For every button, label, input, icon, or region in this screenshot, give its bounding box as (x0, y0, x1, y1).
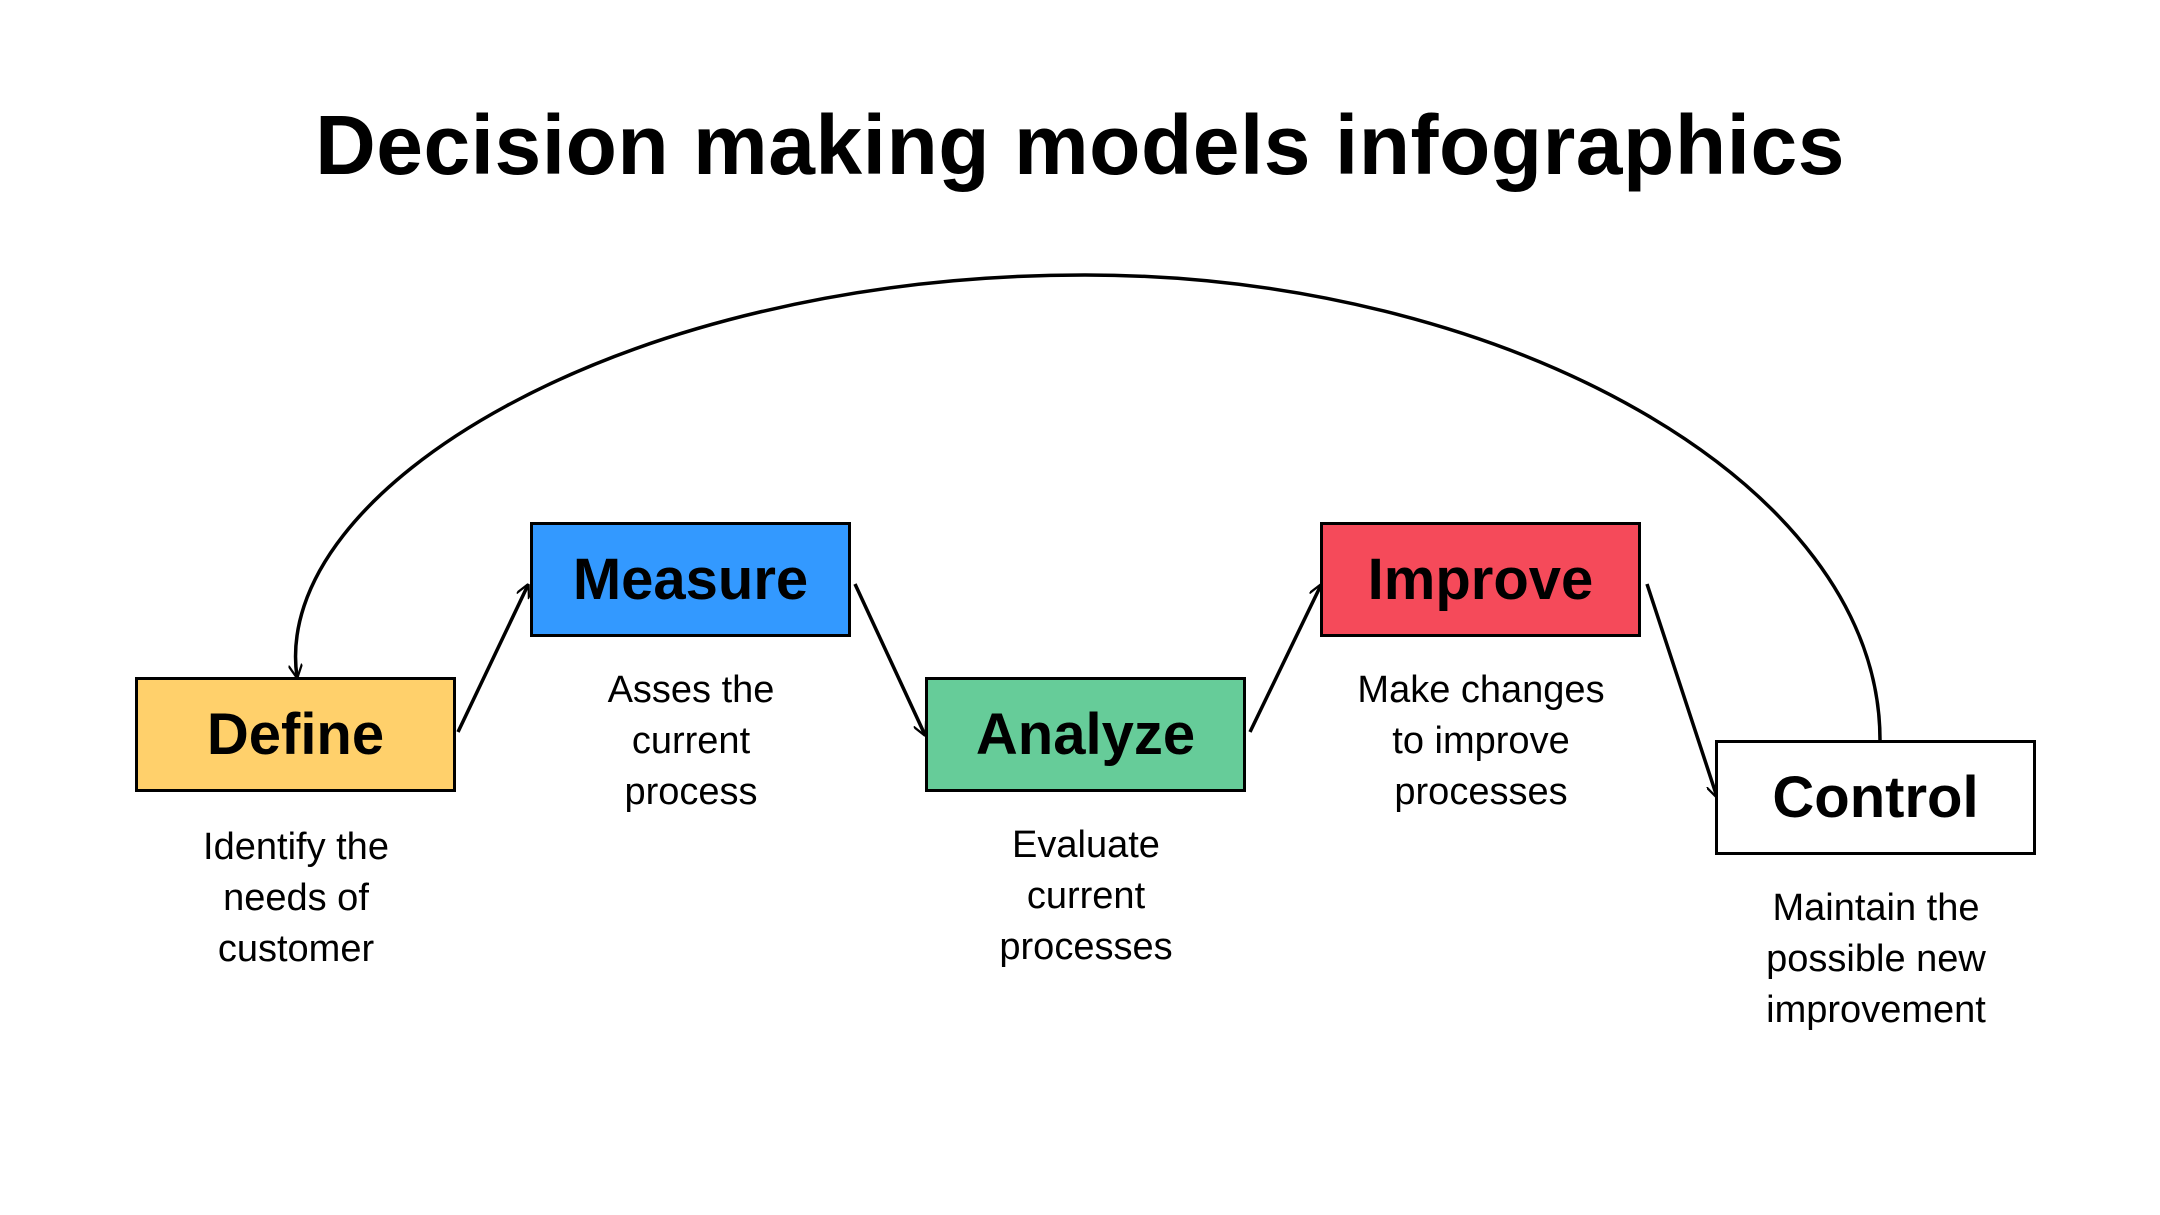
arrow-analyze-to-improve (1248, 585, 1321, 733)
step-box-define: Define (135, 677, 456, 792)
arrow-improve-to-control (1645, 583, 1717, 797)
step-label-control: Control (1772, 765, 1979, 830)
step-box-analyze: Analyze (925, 677, 1246, 792)
step-box-improve: Improve (1320, 522, 1641, 637)
step-label-improve: Improve (1367, 547, 1594, 612)
arrow-control-to-define-loop (296, 273, 1882, 741)
arrow-define-to-measure (456, 585, 528, 733)
step-description-control: Maintain the possible new improvement (1766, 887, 1986, 1031)
page-title: Decision making models infographics (315, 98, 1845, 192)
step-description-analyze: Evaluate current processes (999, 824, 1173, 968)
arrow-measure-to-analyze (853, 583, 925, 735)
step-box-measure: Measure (530, 522, 851, 637)
step-description-measure: Asses the current process (607, 669, 775, 813)
step-label-analyze: Analyze (975, 702, 1196, 767)
step-label-measure: Measure (572, 547, 809, 612)
step-box-control: Control (1715, 740, 2036, 855)
step-description-define: Identify the needs of customer (203, 826, 389, 970)
step-label-define: Define (206, 702, 385, 767)
step-description-improve: Make changes to improve processes (1357, 669, 1605, 813)
